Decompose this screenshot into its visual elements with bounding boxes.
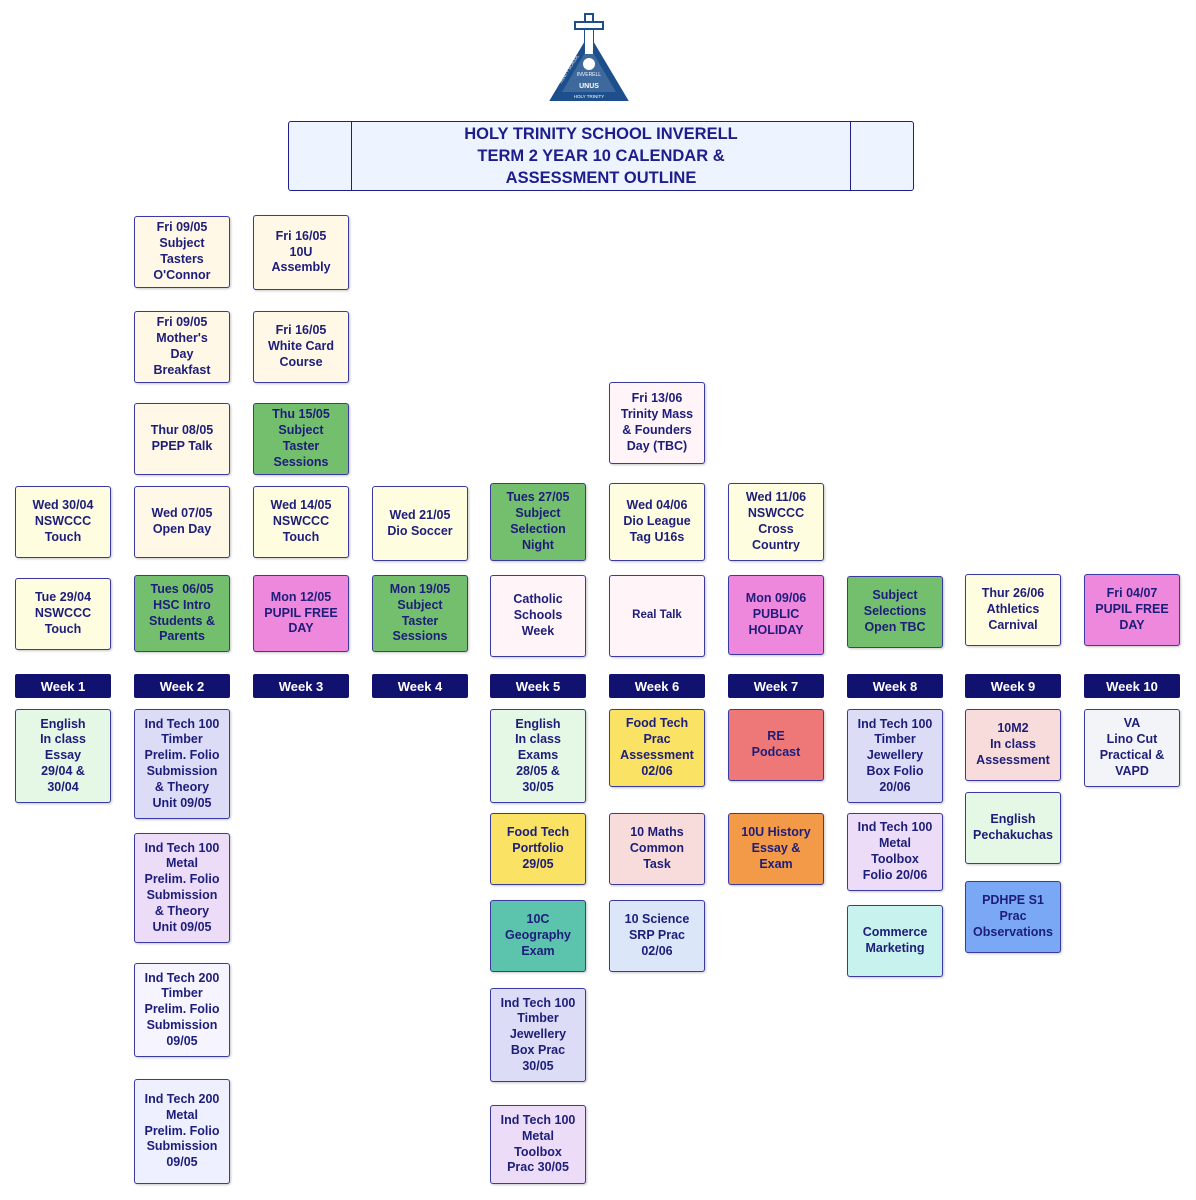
- assessment-card: PDHPE S1 Prac Observations: [965, 881, 1061, 953]
- event-card: Mon 09/06 PUBLIC HOLIDAY: [728, 575, 824, 655]
- event-card: Real Talk: [609, 575, 705, 657]
- event-card: Thu 15/05 Subject Taster Sessions: [253, 403, 349, 475]
- event-card: Tue 29/04 NSWCCC Touch: [15, 578, 111, 650]
- event-card: Tues 06/05 HSC Intro Students & Parents: [134, 575, 230, 652]
- event-card: Fri 09/05 Mother's Day Breakfast: [134, 311, 230, 383]
- event-card: Subject Selections Open TBC: [847, 576, 943, 648]
- event-card: Wed 30/04 NSWCCC Touch: [15, 486, 111, 558]
- crest-name-text: HOLY TRINITY: [574, 94, 605, 99]
- assessment-card: English In class Essay 29/04 & 30/04: [15, 709, 111, 803]
- week-header-8: Week 8: [847, 674, 943, 698]
- assessment-card: 10 Maths Common Task: [609, 813, 705, 885]
- event-card: Fri 16/05 White Card Course: [253, 311, 349, 383]
- title-line-2: TERM 2 YEAR 10 CALENDAR &: [477, 147, 725, 165]
- event-card: Mon 12/05 PUPIL FREE DAY: [253, 575, 349, 652]
- event-card: Wed 11/06 NSWCCC Cross Country: [728, 483, 824, 561]
- week-header-7: Week 7: [728, 674, 824, 698]
- title-line-1: HOLY TRINITY SCHOOL INVERELL: [464, 125, 738, 143]
- event-card: Fri 13/06 Trinity Mass & Founders Day (T…: [609, 382, 705, 464]
- assessment-card: Ind Tech 100 Metal Prelim. Folio Submiss…: [134, 833, 230, 943]
- title-box: HOLY TRINITY SCHOOL INVERELL TERM 2 YEAR…: [288, 121, 914, 191]
- event-card: Fri 16/05 10U Assembly: [253, 215, 349, 290]
- assessment-card: Ind Tech 100 Metal Toolbox Prac 30/05: [490, 1105, 586, 1184]
- page-title: HOLY TRINITY SCHOOL INVERELL TERM 2 YEAR…: [351, 122, 851, 190]
- week-header-6: Week 6: [609, 674, 705, 698]
- assessment-card: Ind Tech 100 Metal Toolbox Folio 20/06: [847, 813, 943, 891]
- assessment-card: Food Tech Portfolio 29/05: [490, 813, 586, 885]
- assessment-card: Ind Tech 100 Timber Jewellery Box Prac 3…: [490, 988, 586, 1082]
- week-header-4: Week 4: [372, 674, 468, 698]
- assessment-card: VA Lino Cut Practical & VAPD: [1084, 709, 1180, 787]
- event-card: Catholic Schools Week: [490, 575, 586, 657]
- assessment-card: 10 Science SRP Prac 02/06: [609, 900, 705, 972]
- title-divider-right: [850, 122, 851, 190]
- week-header-1: Week 1: [15, 674, 111, 698]
- assessment-card: 10C Geography Exam: [490, 900, 586, 972]
- assessment-card: Ind Tech 100 Timber Jewellery Box Folio …: [847, 709, 943, 803]
- event-card: Mon 19/05 Subject Taster Sessions: [372, 575, 468, 652]
- assessment-card: Food Tech Prac Assessment 02/06: [609, 709, 705, 787]
- assessment-card: Ind Tech 200 Timber Prelim. Folio Submis…: [134, 963, 230, 1057]
- title-divider-left: [351, 122, 352, 190]
- crest-motto-text: UNUS: [579, 83, 599, 90]
- school-crest-icon: INVERELL UNUS HOLY TRINITY TRINITY SCHOO…: [549, 13, 629, 101]
- assessment-card: 10U History Essay & Exam: [728, 813, 824, 885]
- week-header-5: Week 5: [490, 674, 586, 698]
- title-line-3: ASSESSMENT OUTLINE: [505, 169, 697, 187]
- event-card: Wed 04/06 Dio League Tag U16s: [609, 483, 705, 561]
- week-header-10: Week 10: [1084, 674, 1180, 698]
- event-card: Tues 27/05 Subject Selection Night: [490, 483, 586, 561]
- assessment-card: 10M2 In class Assessment: [965, 709, 1061, 781]
- event-card: Thur 08/05 PPEP Talk: [134, 403, 230, 475]
- assessment-card: Commerce Marketing: [847, 905, 943, 977]
- event-card: Fri 09/05 Subject Tasters O'Connor: [134, 216, 230, 288]
- assessment-card: English In class Exams 28/05 & 30/05: [490, 709, 586, 803]
- assessment-card: RE Podcast: [728, 709, 824, 781]
- event-card: Fri 04/07 PUPIL FREE DAY: [1084, 574, 1180, 646]
- assessment-card: Ind Tech 200 Metal Prelim. Folio Submiss…: [134, 1079, 230, 1184]
- week-header-3: Week 3: [253, 674, 349, 698]
- assessment-card: Ind Tech 100 Timber Prelim. Folio Submis…: [134, 709, 230, 819]
- week-header-9: Week 9: [965, 674, 1061, 698]
- event-card: Wed 14/05 NSWCCC Touch: [253, 486, 349, 558]
- crest-place-text: INVERELL: [577, 72, 601, 78]
- event-card: Wed 21/05 Dio Soccer: [372, 486, 468, 561]
- assessment-card: English Pechakuchas: [965, 792, 1061, 864]
- event-card: Wed 07/05 Open Day: [134, 486, 230, 558]
- week-header-2: Week 2: [134, 674, 230, 698]
- event-card: Thur 26/06 Athletics Carnival: [965, 574, 1061, 646]
